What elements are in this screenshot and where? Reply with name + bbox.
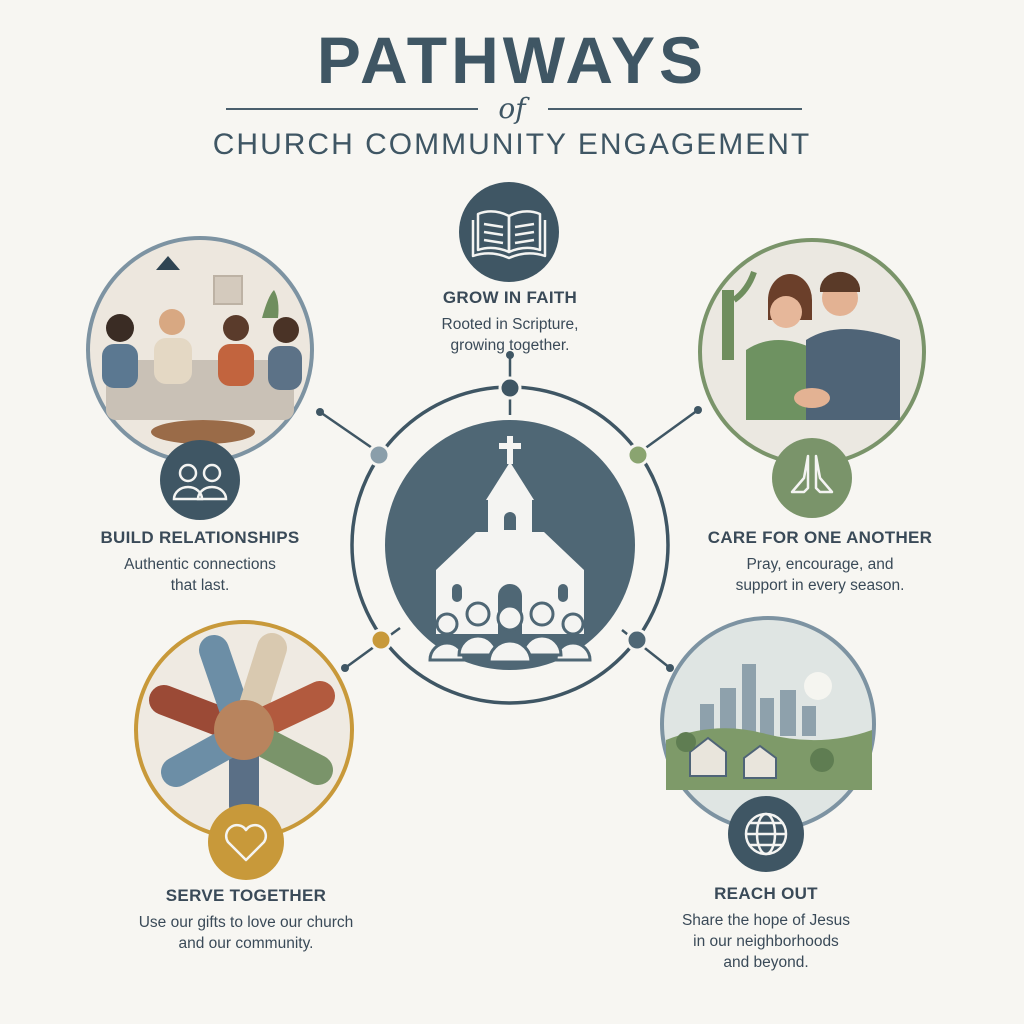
- serve-together-illustration: [134, 620, 354, 840]
- globe-icon: [728, 796, 804, 872]
- church-icon: [385, 420, 635, 670]
- page-title: PATHWAYS: [316, 23, 708, 97]
- ring-node-left: [367, 443, 391, 467]
- pathway-label: BUILD RELATIONSHIPS: [100, 528, 300, 547]
- title-rule-right: [548, 108, 802, 110]
- pathway-label: CARE FOR ONE ANOTHER: [707, 528, 933, 547]
- connector-line-left: [319, 410, 379, 454]
- ring-node-bottom-left: [369, 628, 393, 652]
- page-subtitle: CHURCH COMMUNITY ENGAGEMENT: [212, 128, 812, 161]
- title-rule-left: [226, 108, 478, 110]
- ring-node-top: [498, 376, 522, 400]
- pathway-label: REACH OUT: [714, 884, 818, 903]
- pathway-description: Share the hope of Jesus in our neighborh…: [681, 912, 851, 971]
- open-book-icon: [459, 182, 559, 282]
- title-connector: of: [498, 92, 526, 125]
- people-icon: [160, 440, 240, 520]
- build-relationships-illustration: [86, 236, 314, 464]
- pathway-label: GROW IN FAITH: [442, 288, 578, 307]
- pathway-reach-out: REACH OUT Share the hope of Jesus in our…: [636, 884, 896, 973]
- ring-node-right: [626, 443, 650, 467]
- reach-out-illustration: [660, 616, 876, 832]
- pathway-description: Pray, encourage, and support in every se…: [735, 556, 905, 594]
- pathway-build-relationships: BUILD RELATIONSHIPS Authentic connection…: [70, 528, 330, 596]
- pathway-description: Authentic connections that last.: [124, 556, 276, 594]
- pathway-label: SERVE TOGETHER: [165, 886, 327, 905]
- pathway-care-for-one-another: CARE FOR ONE ANOTHER Pray, encourage, an…: [690, 528, 950, 596]
- pathway-description: Rooted in Scripture, growing together.: [441, 316, 579, 354]
- pathway-serve-together: SERVE TOGETHER Use our gifts to love our…: [106, 886, 386, 954]
- care-for-one-another-illustration: [698, 238, 926, 466]
- connector-line-right: [639, 408, 699, 454]
- pathway-description: Use our gifts to love our church and our…: [138, 914, 354, 952]
- heart-icon: [208, 804, 284, 880]
- praying-hands-icon: [772, 438, 852, 518]
- pathway-grow-in-faith: GROW IN FAITH Rooted in Scripture, growi…: [380, 288, 640, 356]
- ring-node-bottom-right: [625, 628, 649, 652]
